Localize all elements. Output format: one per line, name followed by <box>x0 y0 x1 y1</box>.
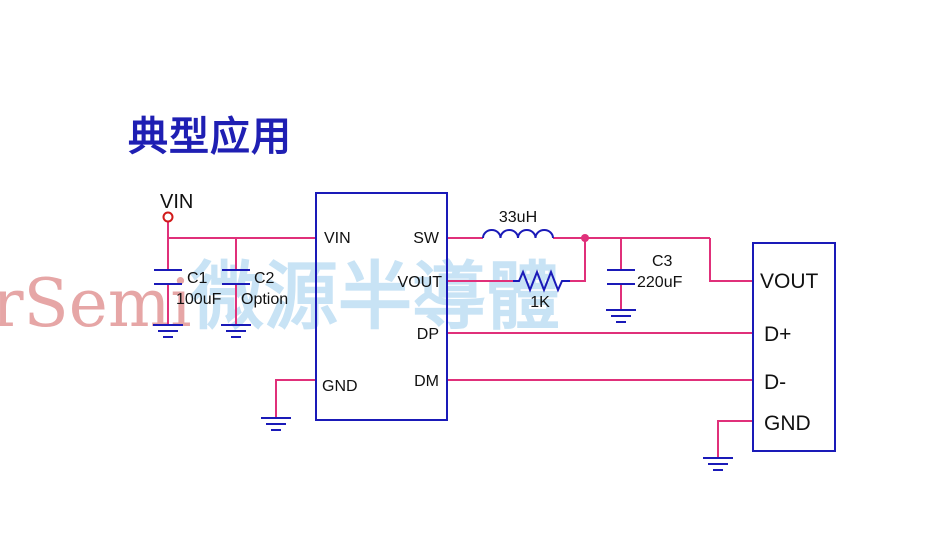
chip-pin-dm-label: DM <box>414 373 439 390</box>
connector-pin-dplus-label: D+ <box>764 323 791 346</box>
ground-symbol-chip <box>261 417 291 431</box>
chip-pin-gnd-label: GND <box>322 378 358 395</box>
inductor-symbol <box>482 229 554 239</box>
ic-chip-body <box>315 192 448 421</box>
c2-value-label: Option <box>241 291 288 308</box>
c2-capacitor-symbol <box>222 269 250 285</box>
watermark-brand-fragment: rSemi <box>0 265 192 342</box>
c1-value-label: 100uF <box>176 291 222 308</box>
connector-gnd-wire <box>717 420 753 458</box>
junction-dot <box>581 234 589 242</box>
ground-symbol-c2 <box>221 324 251 338</box>
connector-pin-dminus-label: D- <box>764 371 786 394</box>
c3-ref-label: C3 <box>652 253 673 270</box>
c2-ref-label: C2 <box>254 270 275 287</box>
vin-input-node <box>162 211 174 223</box>
c1-capacitor-symbol <box>154 269 182 285</box>
chip-pin-vin-label: VIN <box>324 230 351 247</box>
chip-pin-sw-label: SW <box>413 230 440 247</box>
chip-pin-dp-label: DP <box>417 326 439 343</box>
c1-ref-label: C1 <box>187 270 208 287</box>
vout-to-connector-wire <box>709 238 753 282</box>
page-title: 典型应用 <box>128 114 292 160</box>
chip-gnd-wire <box>275 379 316 418</box>
connector-pin-vout-label: VOUT <box>760 270 819 293</box>
resistor-symbol <box>513 269 570 293</box>
vin-input-label: VIN <box>160 191 193 213</box>
resistor-to-node-wire <box>570 238 586 282</box>
ground-symbol-c3 <box>606 309 636 323</box>
chip-pin-vout-label: VOUT <box>398 274 443 291</box>
c3-capacitor-symbol <box>607 269 635 285</box>
inductor-value-label: 33uH <box>499 209 537 226</box>
usb-connector-body <box>752 242 836 452</box>
ground-symbol-connector <box>703 457 733 471</box>
resistor-value-label: 1K <box>530 294 550 311</box>
ground-symbol-c1 <box>153 324 183 338</box>
c3-value-label: 220uF <box>637 274 683 291</box>
connector-pin-gnd-label: GND <box>764 412 811 435</box>
components <box>153 192 836 471</box>
wires <box>167 222 753 458</box>
